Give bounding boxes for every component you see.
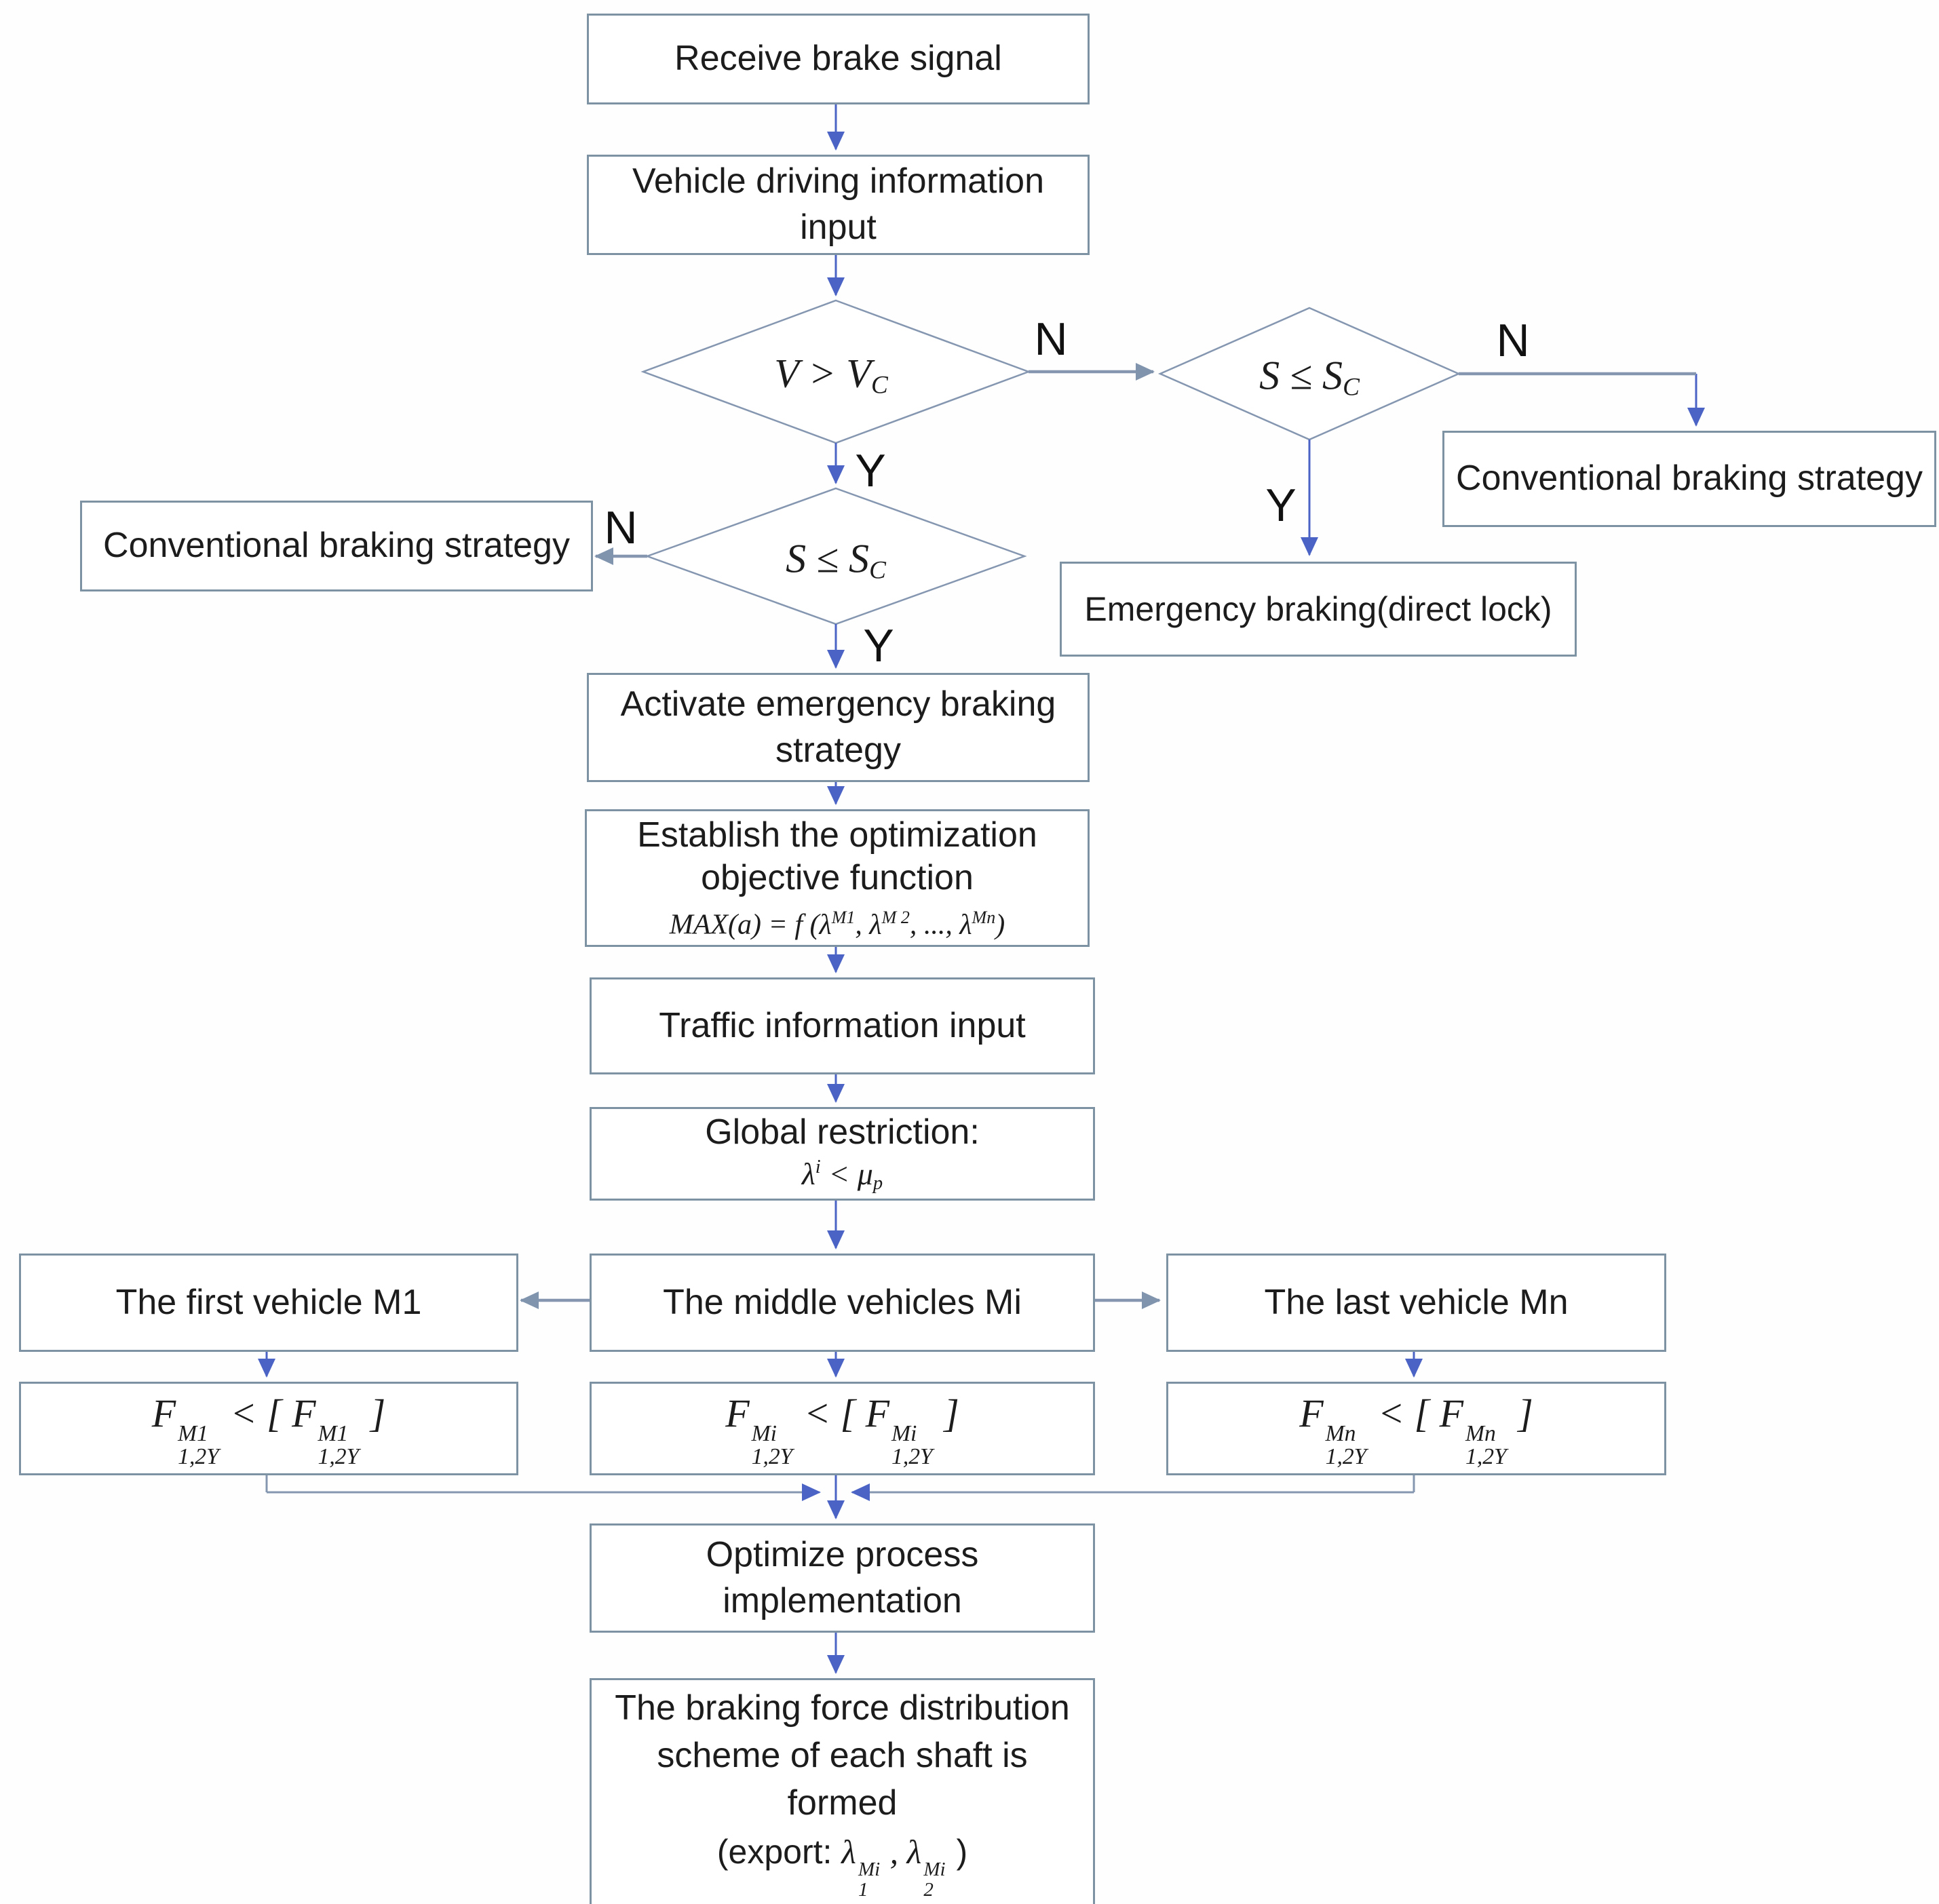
node-conventional-braking-left: Conventional braking strategy: [80, 501, 593, 591]
node-label-line2: implementation: [723, 1580, 962, 1620]
node-label-line1: Optimize process: [706, 1534, 979, 1574]
node-emergency-braking-direct-lock: Emergency braking(direct lock): [1060, 562, 1577, 657]
decision-distance-left-formula: S ≤ SC: [786, 536, 886, 585]
decision-speed-formula: V > VC: [774, 351, 888, 400]
node-middle-vehicles-mi: The middle vehicles Mi: [590, 1254, 1095, 1352]
branch-label-no-speed: N: [1034, 313, 1068, 365]
branch-label-no-distance-right: N: [1496, 315, 1530, 366]
node-optimize-process-implementation: Optimize process implementation: [590, 1523, 1095, 1633]
node-label-line2: input: [800, 208, 877, 247]
node-label: The middle vehicles Mi: [663, 1282, 1022, 1322]
node-establish-objective-function: Establish the optimization objective fun…: [585, 809, 1090, 947]
node-global-restriction: Global restriction: λi < μp: [590, 1107, 1095, 1201]
node-label-line1: The braking force distribution: [615, 1688, 1070, 1728]
node-label-line2: scheme of each shaft is: [657, 1735, 1028, 1775]
node-label: Emergency braking(direct lock): [1084, 589, 1552, 628]
node-label: The first vehicle M1: [115, 1282, 422, 1322]
node-label-line1: Activate emergency braking: [620, 684, 1056, 724]
objective-function-formula: MAX(a) = f (λM1, λM 2, ..., λMn): [669, 907, 1005, 941]
node-label-line3: formed: [787, 1783, 898, 1823]
node-label: Receive brake signal: [674, 39, 1002, 79]
node-label-line2: strategy: [775, 730, 901, 770]
node-last-vehicle-mn: The last vehicle Mn: [1166, 1254, 1666, 1352]
node-label: Conventional braking strategy: [1456, 459, 1923, 499]
node-label-line2: objective function: [701, 858, 974, 898]
node-label-line1: Establish the optimization: [637, 815, 1037, 855]
branch-label-yes-distance-right: Y: [1265, 480, 1297, 531]
node-label: The last vehicle Mn: [1264, 1282, 1569, 1322]
node-activate-emergency-braking: Activate emergency braking strategy: [587, 673, 1090, 782]
node-label: Traffic information input: [659, 1005, 1026, 1045]
branch-label-no-distance-left: N: [604, 502, 638, 553]
node-braking-force-distribution-formed: The braking force distribution scheme of…: [590, 1678, 1095, 1904]
node-vehicle-driving-information-input: Vehicle driving information input: [587, 155, 1090, 255]
decision-distance-right-formula: S ≤ SC: [1259, 353, 1360, 402]
node-receive-brake-signal: Receive brake signal: [587, 14, 1090, 104]
node-label: Global restriction:: [705, 1112, 980, 1152]
node-label: Conventional braking strategy: [103, 526, 570, 566]
node-label-line1: Vehicle driving information: [632, 161, 1044, 201]
node-conventional-braking-right: Conventional braking strategy: [1442, 431, 1936, 527]
node-first-vehicle-m1: The first vehicle M1: [19, 1254, 518, 1352]
global-restriction-formula: λi < μp: [801, 1157, 883, 1194]
node-traffic-information-input: Traffic information input: [590, 977, 1095, 1074]
branch-label-yes-distance-left: Y: [863, 620, 894, 672]
branch-label-yes-speed: Y: [855, 445, 886, 497]
